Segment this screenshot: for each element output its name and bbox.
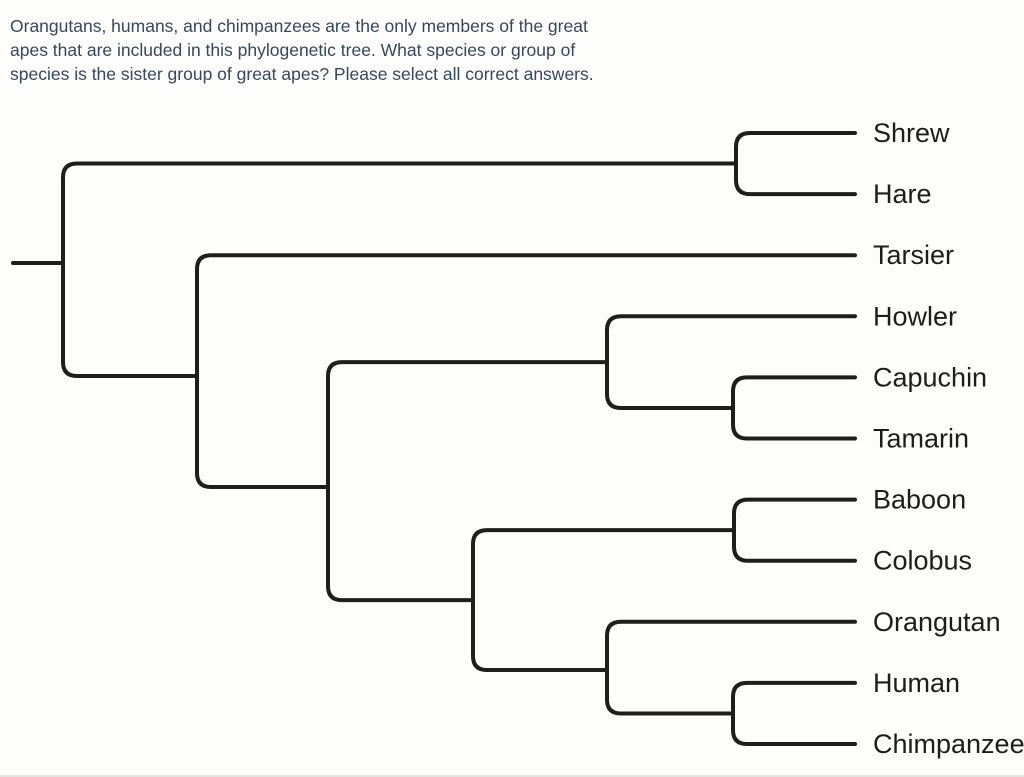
question-line-3: species is the sister group of great ape… [10, 64, 594, 84]
taxon-label-chimpanzee: Chimpanzee [873, 729, 1024, 759]
capuchin-tamarin-clade-branch [731, 375, 857, 441]
root-branch [61, 161, 738, 378]
taxon-label-colobus: Colobus [873, 546, 972, 576]
question-text: Orangutans, humans, and chimpanzees are … [10, 14, 630, 86]
primates-plus-clade-branch [195, 253, 857, 489]
human-chimp-clade-branch [731, 680, 857, 746]
baboon-colobus-clade-branch [732, 497, 857, 563]
new-world-monkey-clade-branch [605, 314, 857, 410]
taxon-label-orangutan: Orangutan [873, 607, 1001, 637]
taxon-label-human: Human [873, 668, 960, 698]
taxon-label-hare: Hare [873, 179, 932, 209]
anthropoid-clade-branch [326, 360, 609, 603]
taxon-label-shrew: Shrew [873, 118, 950, 148]
catarrhine-clade-branch [471, 528, 736, 672]
taxon-label-tarsier: Tarsier [873, 240, 954, 270]
taxon-label-baboon: Baboon [873, 485, 966, 515]
shrew-hare-clade-branch [734, 131, 857, 197]
question-line-1: Orangutans, humans, and chimpanzees are … [10, 16, 588, 36]
taxon-label-howler: Howler [873, 301, 957, 331]
taxon-label-capuchin: Capuchin [873, 362, 987, 392]
taxon-label-tamarin: Tamarin [873, 424, 969, 454]
great-ape-clade-branch [605, 619, 857, 716]
question-line-2: apes that are included in this phylogene… [10, 40, 576, 60]
bottom-divider [0, 775, 1024, 777]
